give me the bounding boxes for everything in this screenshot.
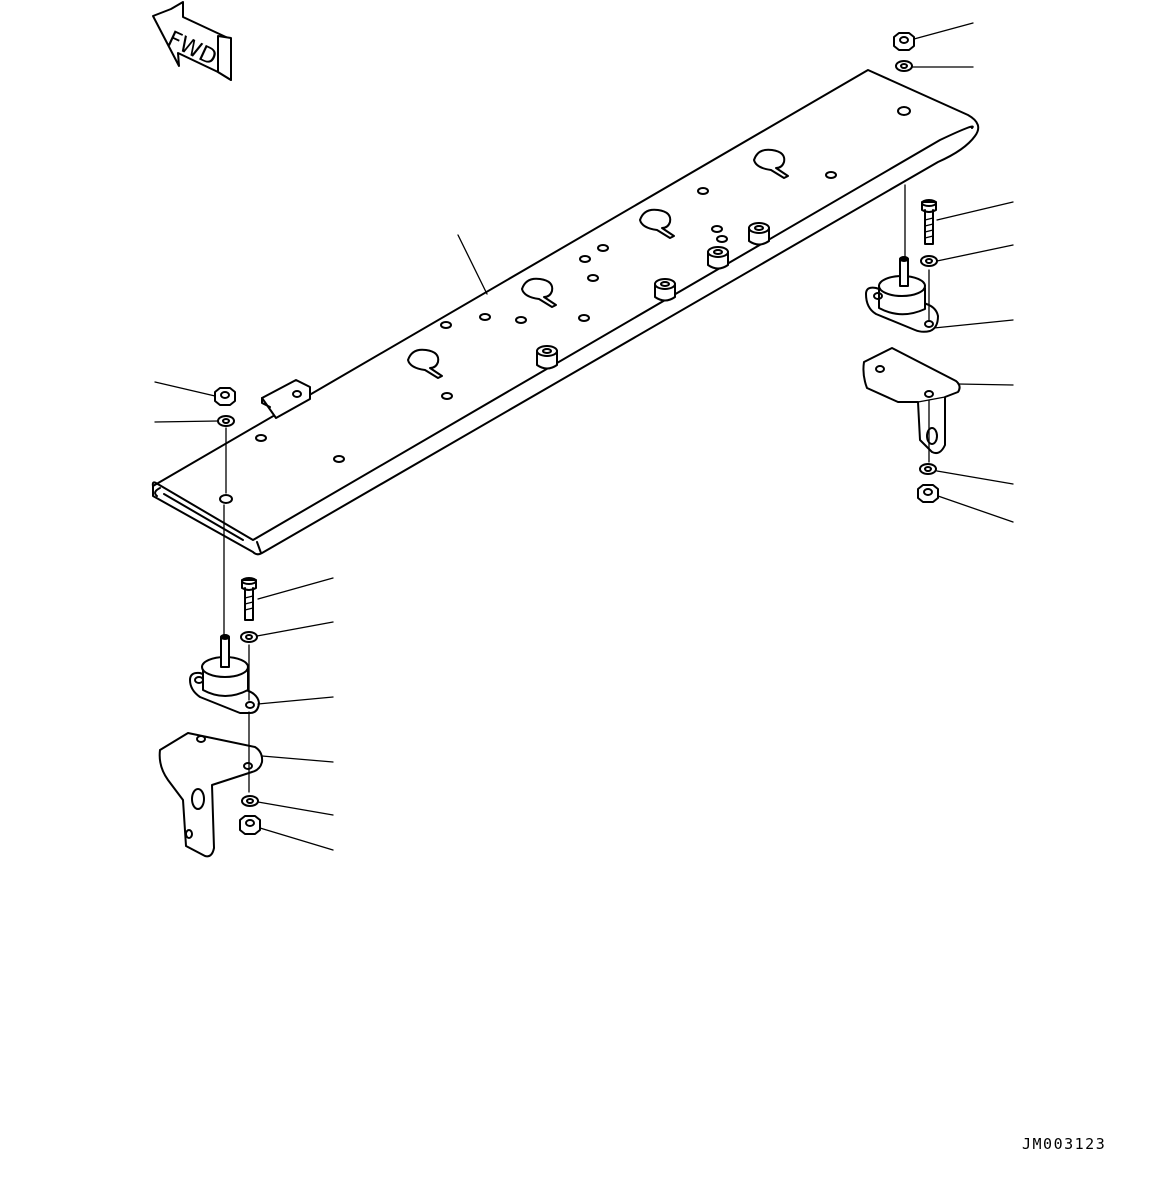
left-top-nut-and-washer (154, 381, 236, 494)
left-mount-assembly (158, 504, 334, 858)
drawing-code: JM003123 (1022, 1135, 1107, 1153)
fwd-arrow-icon: FWD (152, 1, 232, 81)
mounting-plate (151, 69, 980, 556)
right-mount-assembly (862, 184, 1014, 523)
top-nut-and-washer (893, 22, 974, 72)
